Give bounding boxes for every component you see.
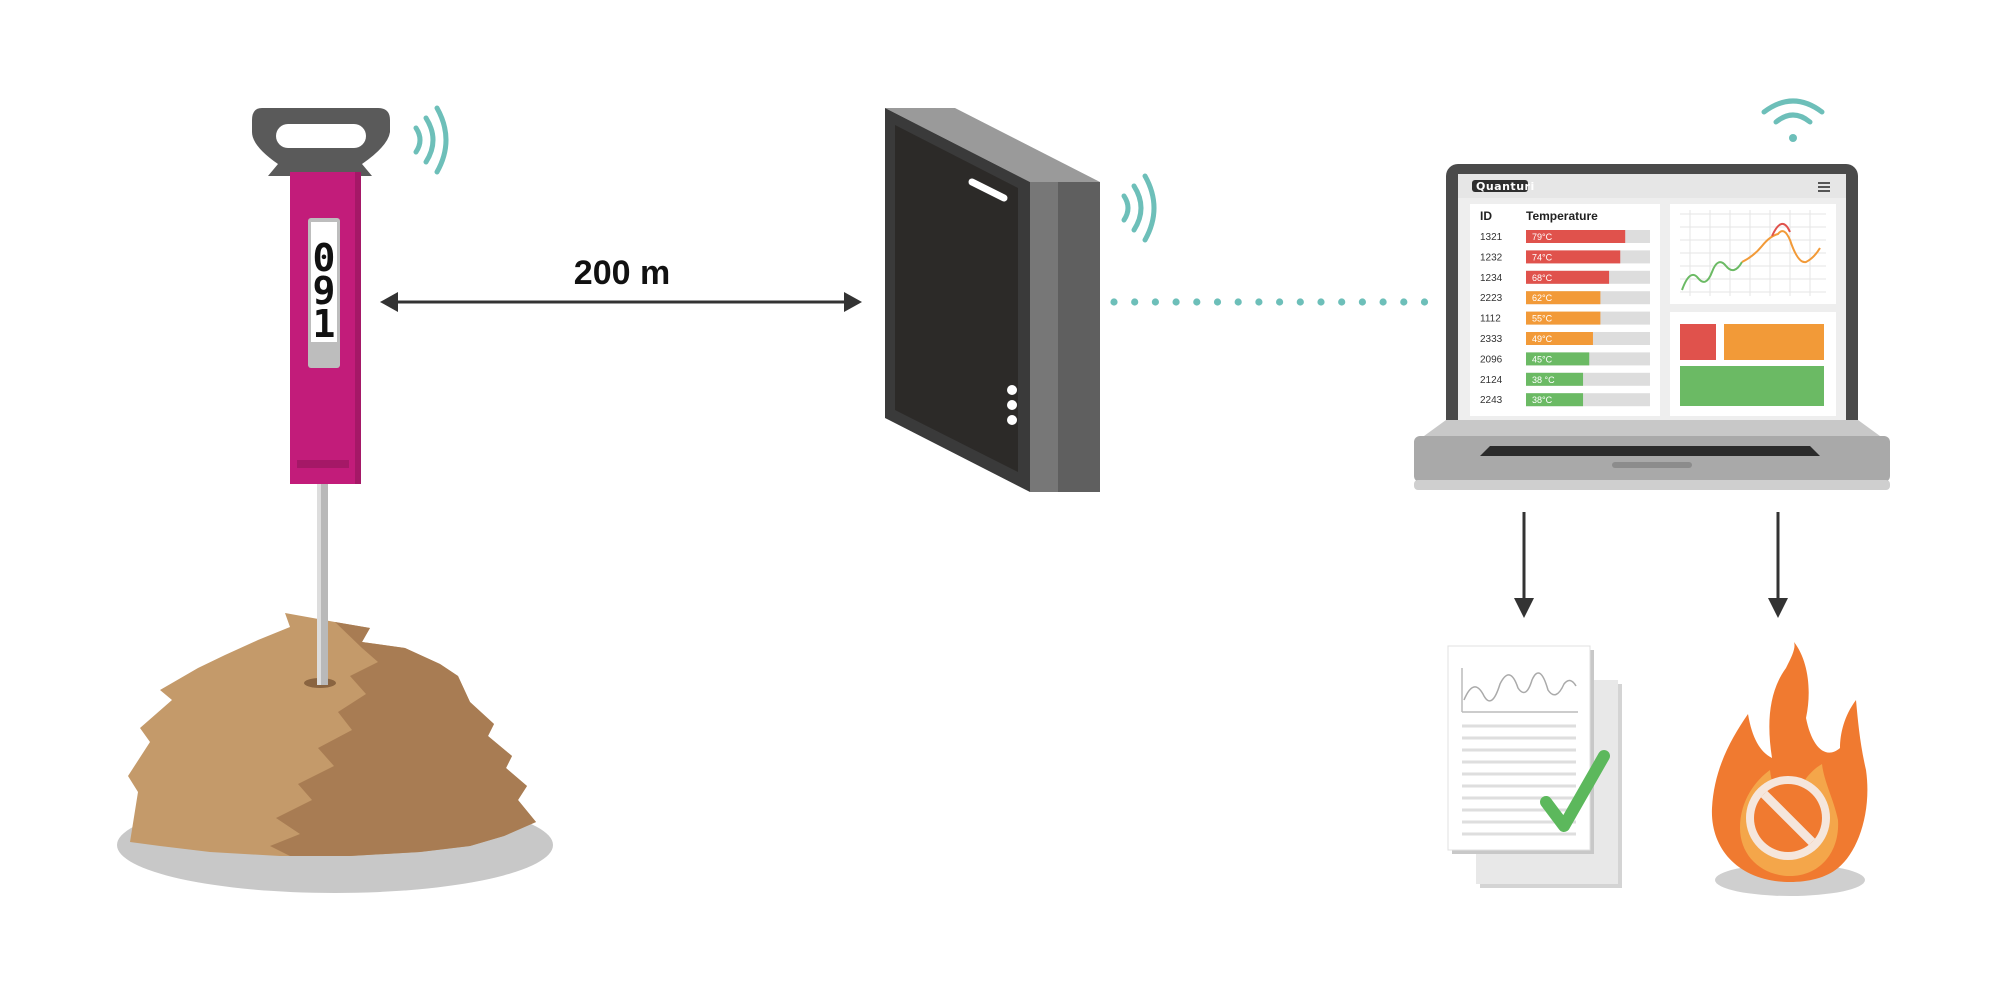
laptop-signal-icon — [1761, 98, 1825, 142]
row-id: 2333 — [1480, 334, 1503, 345]
connection-dot — [1255, 298, 1263, 306]
table-row: 1112 55°C — [1480, 311, 1650, 325]
row-id: 1321 — [1480, 232, 1503, 243]
row-temperature: 38°C — [1532, 395, 1553, 405]
table-row: 2124 38 °C — [1480, 372, 1650, 386]
connection-dot — [1172, 298, 1180, 306]
table-row: 2243 38°C — [1480, 393, 1650, 407]
table-row: 1232 74°C — [1480, 250, 1650, 264]
connection-dot — [1379, 298, 1387, 306]
row-temperature: 45°C — [1532, 354, 1553, 364]
report-arrow — [1514, 512, 1534, 618]
fire-arrow — [1768, 512, 1788, 618]
row-id: 1112 — [1480, 314, 1501, 325]
connection-dot — [1234, 298, 1242, 306]
row-id: 2124 — [1480, 375, 1503, 386]
probe-digit-3: 1 — [313, 302, 336, 346]
temperature-bar-fill — [1526, 291, 1601, 305]
table-row: 1234 68°C — [1480, 270, 1650, 284]
probe-digit-1: 0 — [313, 236, 336, 280]
connection-dot — [1400, 298, 1408, 306]
probe-icon — [252, 108, 390, 685]
probe-digit-2: 9 — [313, 269, 336, 313]
row-temperature: 55°C — [1532, 314, 1553, 324]
row-temperature: 68°C — [1532, 273, 1553, 283]
dashboard-id-header: ID — [1480, 209, 1492, 223]
hay-pile-icon — [117, 613, 553, 893]
table-row: 2096 45°C — [1480, 352, 1650, 366]
gateway-signal-icon — [1121, 173, 1157, 243]
temperature-bar-fill — [1526, 311, 1601, 325]
row-id: 1234 — [1480, 273, 1503, 284]
distance-label: 200 m — [574, 254, 670, 292]
row-id: 2223 — [1480, 293, 1503, 304]
connection-dot — [1193, 298, 1201, 306]
temperature-bar-fill — [1526, 250, 1621, 264]
report-check-icon — [1447, 645, 1622, 888]
connection-dot — [1110, 298, 1118, 306]
temperature-bar-fill — [1526, 230, 1626, 243]
gateway-icon — [885, 108, 1100, 492]
connection-dot — [1296, 298, 1304, 306]
dotted-connection — [1110, 298, 1429, 306]
row-temperature: 49°C — [1532, 334, 1553, 344]
connection-dot — [1317, 298, 1325, 306]
temperature-bar-fill — [1526, 270, 1610, 284]
distance-arrow — [380, 292, 862, 312]
row-id: 1232 — [1480, 252, 1503, 263]
row-id: 2096 — [1480, 354, 1503, 365]
table-row: 1321 79°C — [1480, 230, 1650, 243]
connection-dot — [1151, 298, 1159, 306]
row-temperature: 38 °C — [1532, 375, 1555, 385]
connection-dot — [1213, 298, 1222, 306]
temperature-bar-fill — [1526, 352, 1590, 366]
connection-dot — [1420, 298, 1429, 306]
fire-prevented-icon — [1711, 642, 1868, 896]
dashboard-temperature-header: Temperature — [1526, 209, 1598, 223]
row-temperature: 74°C — [1532, 252, 1553, 262]
row-temperature: 79°C — [1532, 232, 1553, 242]
table-row: 2223 62°C — [1480, 291, 1650, 305]
connection-dot — [1276, 298, 1284, 306]
temperature-bar-fill — [1526, 393, 1584, 407]
row-temperature: 62°C — [1532, 293, 1553, 303]
temperature-bar-fill — [1526, 372, 1584, 386]
dashboard-brand: Quanturi — [1476, 180, 1535, 193]
connection-dot — [1358, 298, 1366, 306]
temperature-bar-fill — [1526, 332, 1593, 345]
table-row: 2333 49°C — [1480, 332, 1650, 345]
connection-dot — [1338, 298, 1346, 306]
row-id: 2243 — [1480, 395, 1503, 406]
dashboard-table: 1321 79°C 1232 74°C 1234 68°C 2223 62°C 1112 55°C… — [1480, 230, 1650, 407]
probe-signal-icon — [413, 105, 449, 175]
connection-dot — [1131, 298, 1139, 306]
